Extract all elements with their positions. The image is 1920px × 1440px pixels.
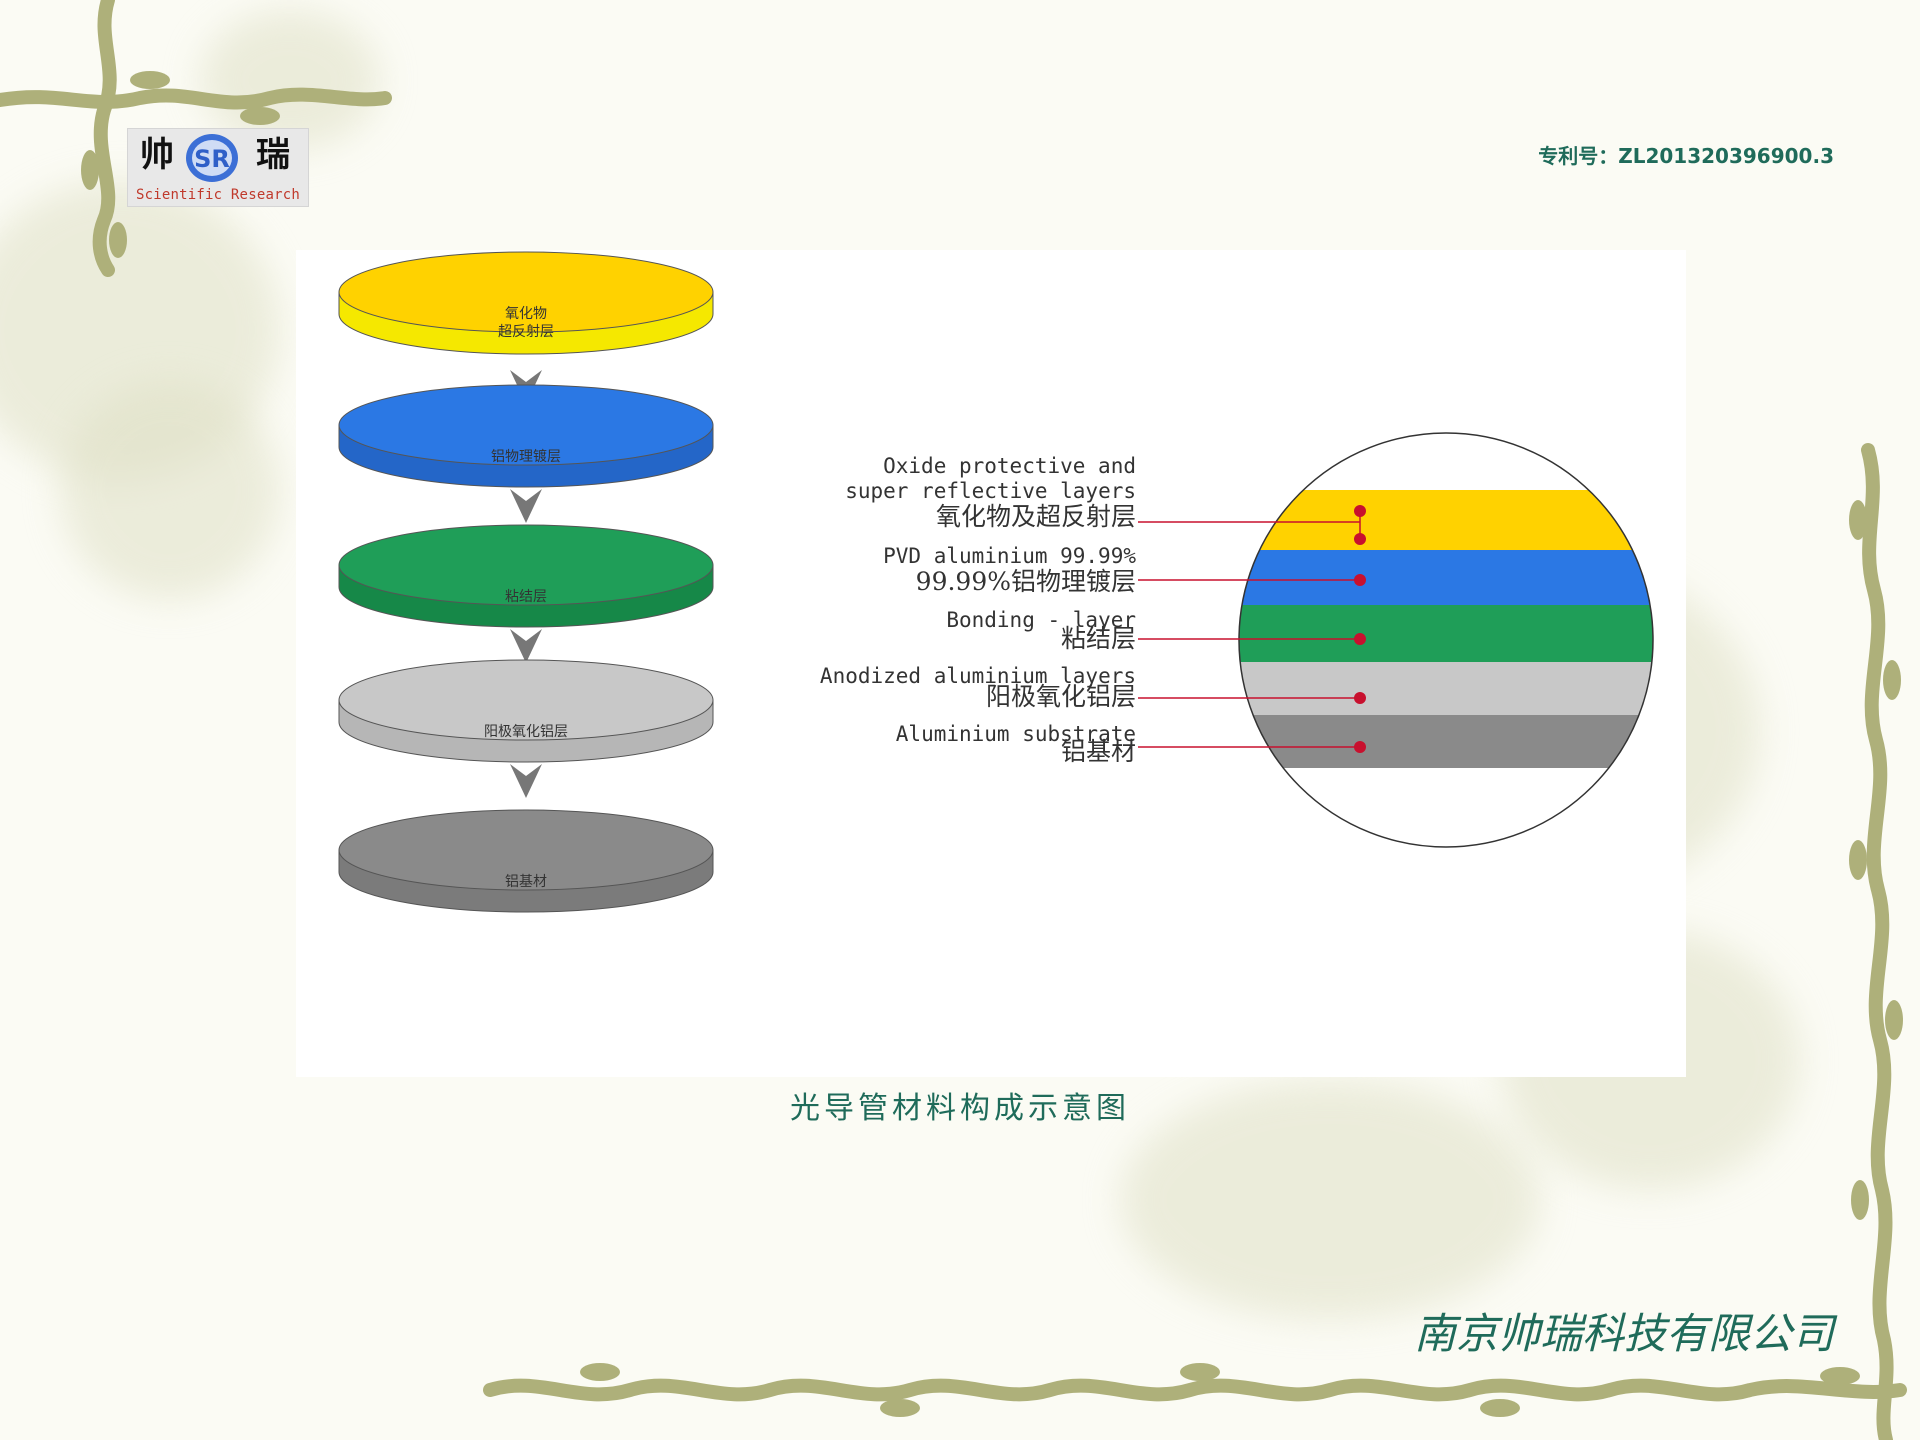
diagram-panel: 氧化物超反射层铝物理镀层粘结层阳极氧化铝层铝基材 Oxide protectiv…: [296, 250, 1686, 1077]
layer-label-cn: 氧化物及超反射层: [936, 502, 1136, 531]
background-blob: [60, 380, 280, 600]
layer-label-en: Aluminium substrate: [896, 722, 1136, 746]
layer-band: [1239, 715, 1653, 768]
layer-label-cn: 阳极氧化铝层: [986, 682, 1136, 711]
layer-label-en: Bonding - layer: [946, 608, 1136, 632]
disc-top: [338, 524, 714, 606]
logo-char-right: 瑞: [256, 135, 290, 175]
logo-char-left: 帅: [140, 135, 174, 175]
disc-label: 超反射层: [498, 324, 554, 340]
layer-band: [1239, 662, 1653, 715]
disc-label: 粘结层: [505, 589, 547, 605]
disc-label: 铝物理镀层: [491, 448, 561, 465]
logo-tagline: Scientific Research: [136, 187, 300, 203]
pointer-dot: [1354, 633, 1366, 645]
pointer-dot: [1354, 533, 1366, 545]
pointer-dot: [1354, 574, 1366, 586]
layer-band: [1239, 605, 1653, 662]
layer-label-en: Anodized aluminium layers: [820, 664, 1136, 688]
layer-band: [1239, 490, 1653, 550]
layer-band: [1239, 550, 1653, 605]
logo-mark-text: SR: [194, 145, 230, 173]
disc-label: 阳极氧化铝层: [484, 724, 568, 740]
layer-label-cn: 铝基材: [1061, 737, 1136, 766]
background-blob: [1120, 1080, 1540, 1320]
pointer-dot: [1354, 692, 1366, 704]
layer-label-cn: 99.99%铝物理镀层: [916, 567, 1136, 596]
diagram-caption: 光导管材料构成示意图: [790, 1091, 1130, 1126]
cross-section-outline: [1238, 432, 1654, 848]
disc-top: [338, 809, 714, 891]
patent-number: 专利号：ZL201320396900.3: [1538, 144, 1834, 168]
disc-top: [338, 384, 714, 466]
down-arrow-icon: [510, 629, 542, 663]
pointer-dot: [1354, 741, 1366, 753]
background-blob: [200, 10, 380, 150]
logo-sr-mark-icon: SR: [186, 134, 238, 182]
company-logo: 帅 SR 瑞 Scientific Research: [128, 129, 308, 206]
layer-label-en: super reflective layers: [845, 479, 1136, 503]
disc-label: 氧化物: [505, 306, 547, 322]
company-name: 南京帅瑞科技有限公司: [1413, 1309, 1834, 1358]
layer-label-en: Oxide protective and: [883, 454, 1136, 478]
down-arrow-icon: [510, 764, 542, 798]
layer-label-cn: 粘结层: [1061, 624, 1136, 653]
disc-top: [338, 251, 714, 333]
disc-top: [338, 659, 714, 741]
down-arrow-icon: [510, 489, 542, 523]
pointer-dot: [1354, 505, 1366, 517]
disc-label: 铝基材: [505, 873, 547, 890]
layer-label-en: PVD aluminium 99.99%: [883, 544, 1136, 568]
